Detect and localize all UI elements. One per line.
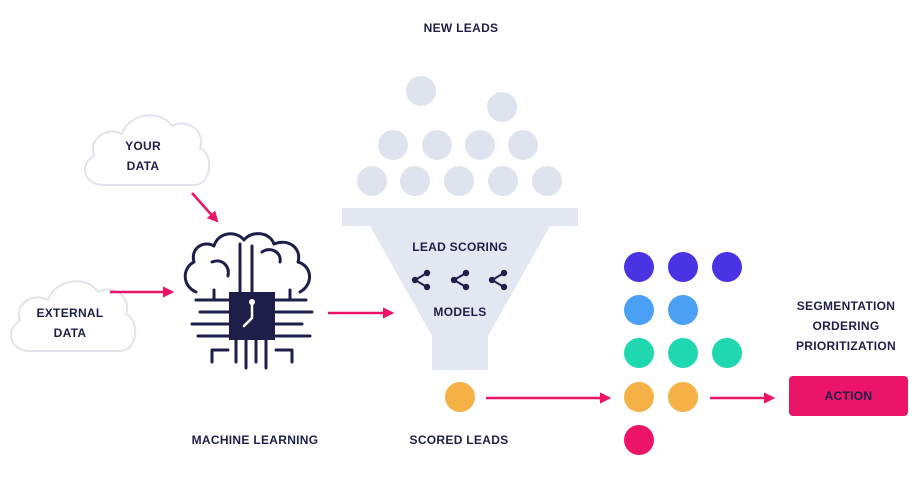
share-node: [500, 283, 508, 291]
arrow-your-data: [191, 192, 219, 223]
new-lead-dot: [357, 166, 387, 196]
outcome-segmentation: SEGMENTATION: [796, 299, 896, 313]
new-lead-dot: [406, 76, 436, 106]
models-label: MODELS: [433, 305, 487, 319]
new-lead-dot: [378, 130, 408, 160]
new-lead-dot: [532, 166, 562, 196]
share-node: [411, 276, 419, 284]
new-leads: [357, 76, 562, 196]
share-icon: [450, 269, 470, 291]
machine-learning-label: MACHINE LEARNING: [191, 433, 319, 447]
new-lead-dot: [444, 166, 474, 196]
outcome-ordering: ORDERING: [812, 319, 880, 333]
your-data-cloud-icon: [83, 114, 211, 186]
new-lead-dot: [488, 166, 518, 196]
segment-dot-purple: [668, 252, 698, 282]
your-data-line-2: DATA: [126, 159, 160, 173]
segment-dot-purple: [624, 252, 654, 282]
share-node: [462, 283, 470, 291]
segment-dot-orange: [624, 382, 654, 412]
segment-dot-pink: [624, 425, 654, 455]
external-data-label: EXTERNAL DATA: [30, 303, 110, 343]
outcome-list: SEGMENTATION ORDERING PRIORITIZATION: [771, 296, 921, 356]
connector-arrows: [110, 192, 776, 404]
new-lead-dot: [400, 166, 430, 196]
share-icon: [488, 269, 508, 291]
external-data-line-2: DATA: [53, 326, 87, 340]
scored-leads-label: SCORED LEADS: [409, 433, 509, 447]
lead-scoring-label: LEAD SCORING: [412, 240, 508, 254]
action-button[interactable]: ACTION: [789, 376, 908, 416]
segment-dot-teal: [712, 338, 742, 368]
model-icons: [411, 269, 508, 291]
your-data-label: YOUR DATA: [106, 136, 180, 176]
funnel-shape: [342, 208, 578, 370]
segment-dot-blue: [668, 295, 698, 325]
segment-dot-teal: [668, 338, 698, 368]
segment-dot-orange: [668, 382, 698, 412]
new-lead-dot: [487, 92, 517, 122]
share-node: [462, 269, 470, 277]
share-icon: [411, 269, 431, 291]
segment-dot-teal: [624, 338, 654, 368]
segment-dot-blue: [624, 295, 654, 325]
share-node: [500, 269, 508, 277]
external-data-cloud-icon: [9, 280, 137, 352]
outcome-prioritization: PRIORITIZATION: [796, 339, 896, 353]
segment-dot-purple: [712, 252, 742, 282]
chip-node-icon: [249, 299, 255, 305]
new-leads-label: NEW LEADS: [423, 21, 499, 35]
share-node: [488, 276, 496, 284]
share-node: [450, 276, 458, 284]
scored-leads-grid: [445, 252, 742, 455]
scored-lead-dot: [445, 382, 475, 412]
share-node: [423, 283, 431, 291]
new-lead-dot: [508, 130, 538, 160]
new-lead-dot: [422, 130, 452, 160]
brain-circuit-icon: [183, 232, 314, 370]
external-data-line-1: EXTERNAL: [36, 306, 104, 320]
your-data-line-1: YOUR: [125, 139, 161, 153]
new-lead-dot: [465, 130, 495, 160]
share-node: [423, 269, 431, 277]
